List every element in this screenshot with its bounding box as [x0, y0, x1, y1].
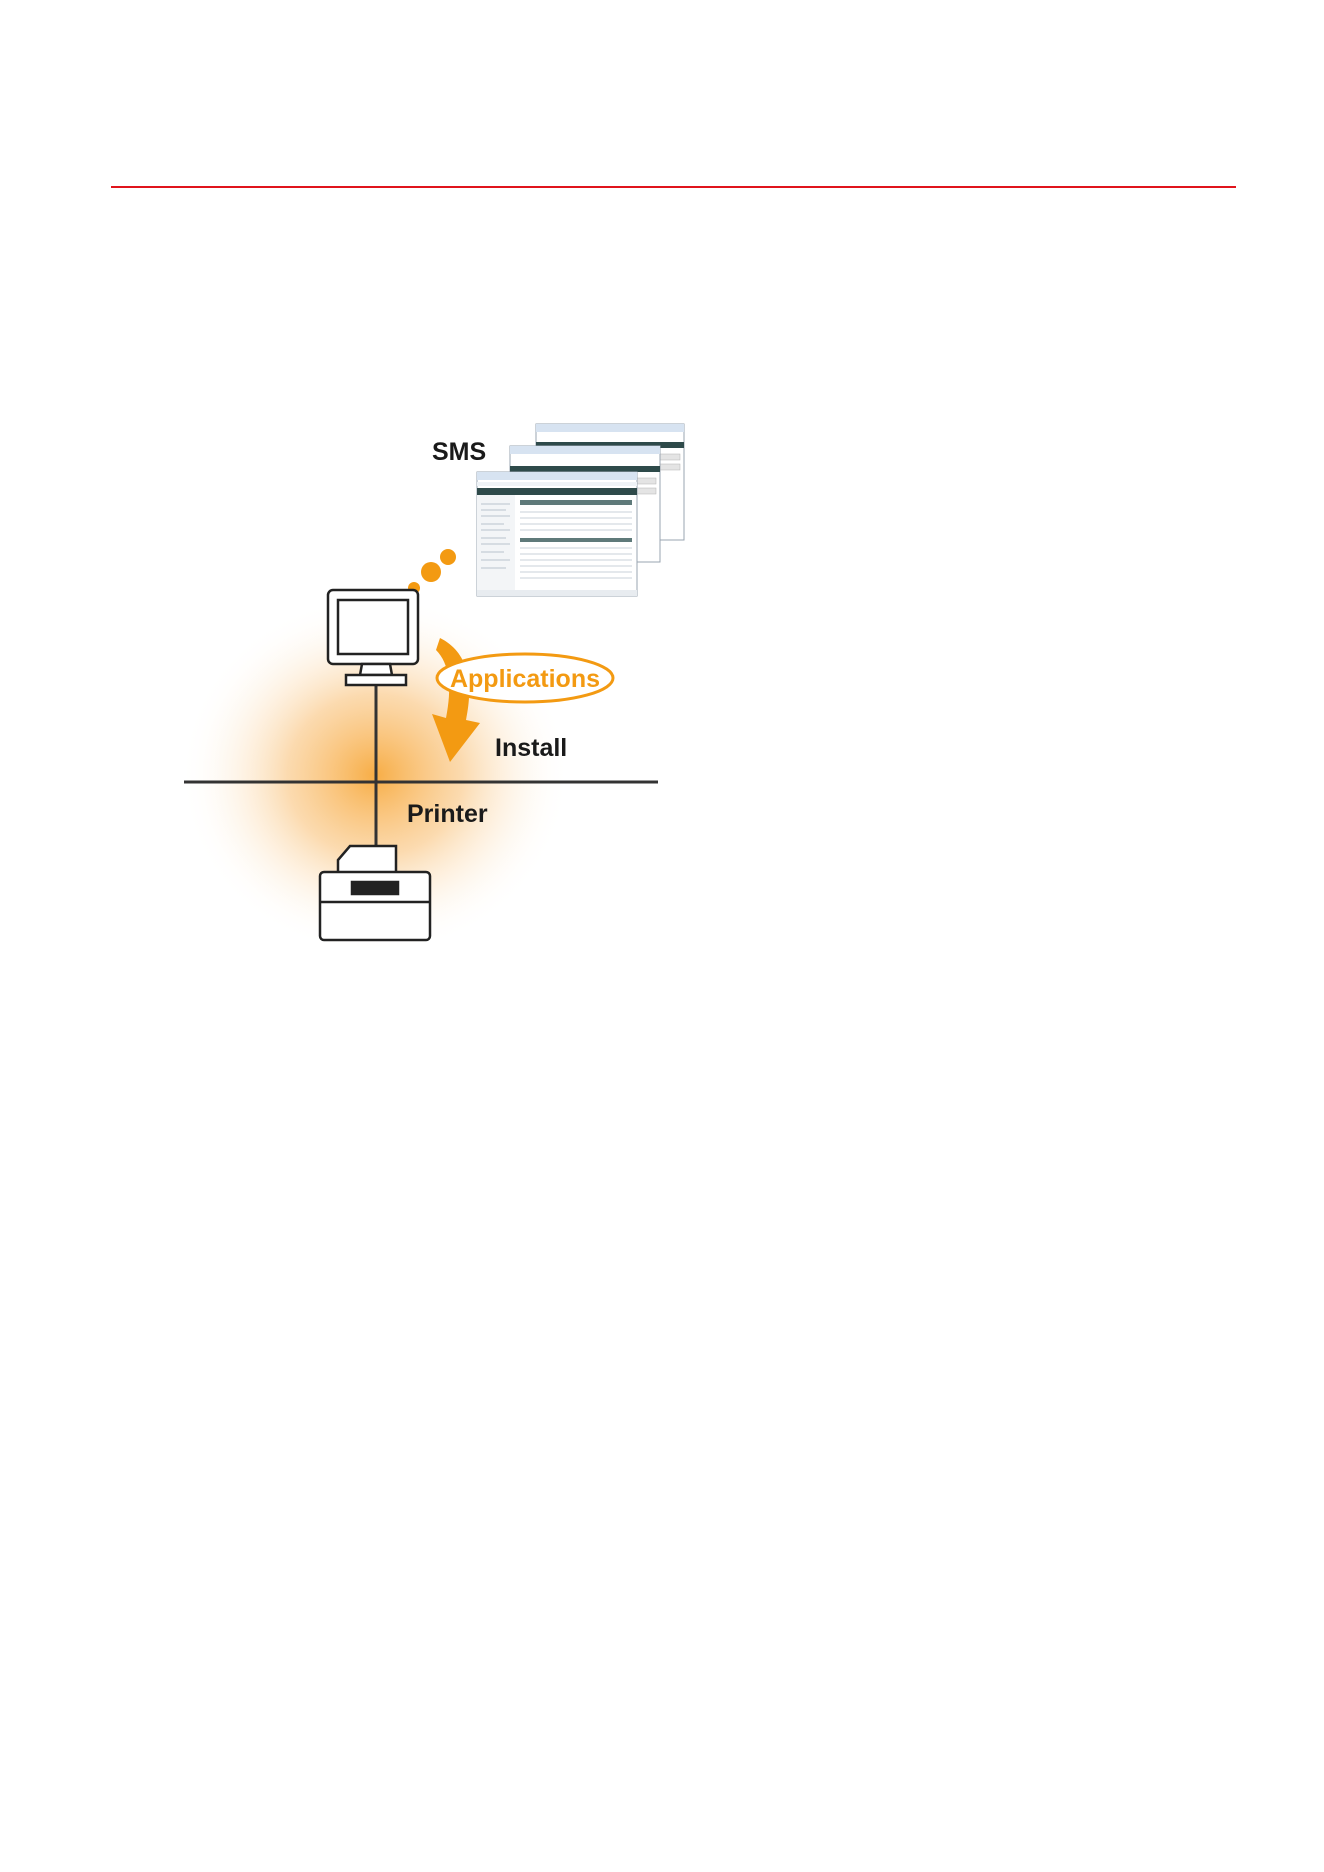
sms-label: SMS	[432, 438, 486, 466]
applications-label: Applications	[450, 665, 600, 693]
network-diagram: SMS Applications Install Printer	[170, 420, 690, 960]
sms-browser-windows	[477, 424, 684, 596]
browser-window-icon	[477, 472, 637, 596]
install-label: Install	[495, 734, 567, 762]
header-rule	[111, 186, 1236, 188]
printer-label: Printer	[407, 800, 488, 828]
thought-dots-icon	[408, 549, 456, 594]
